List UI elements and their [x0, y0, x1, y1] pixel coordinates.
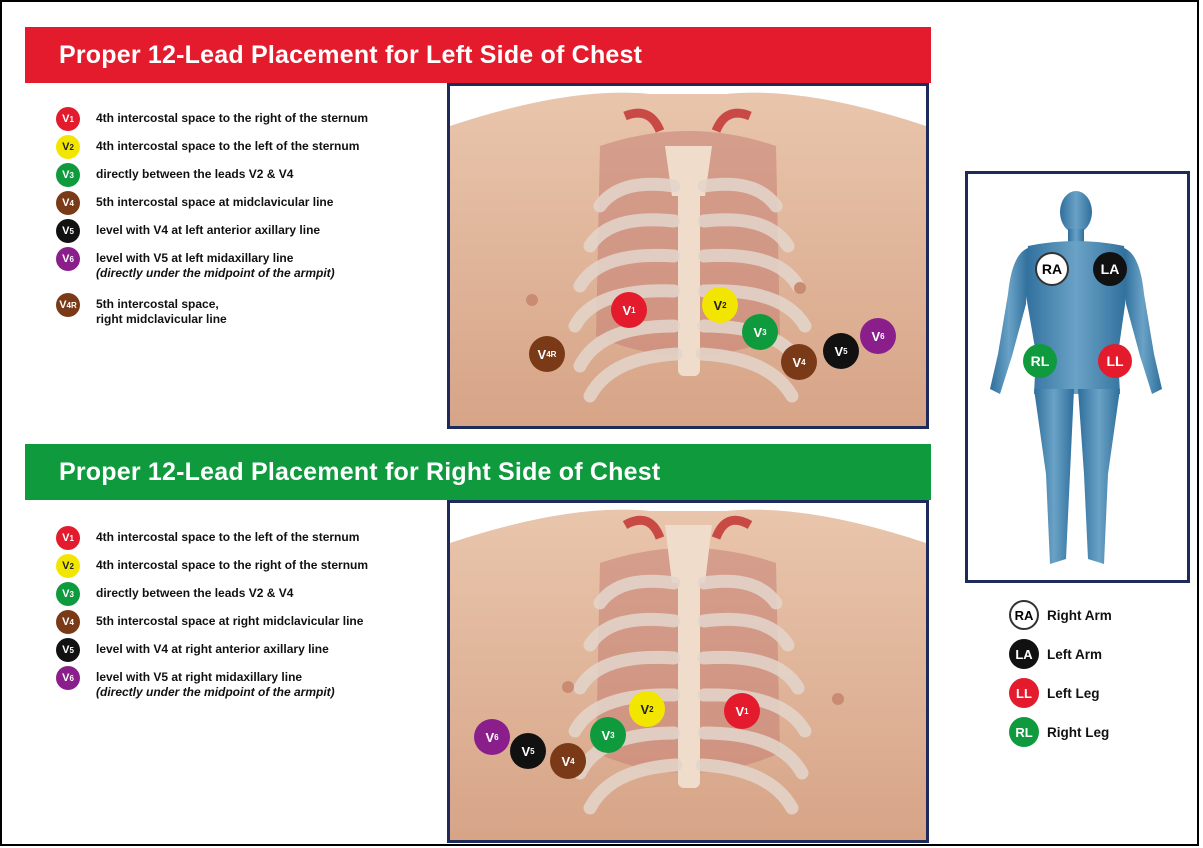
limb-key-label: Right Leg	[1047, 725, 1109, 740]
limb-key-label: Left Arm	[1047, 647, 1102, 662]
right-chest-title: Proper 12-Lead Placement for Right Side …	[25, 444, 931, 500]
torso-illustration	[450, 86, 926, 426]
limb-marker-la: LA	[1093, 252, 1127, 286]
lead-description: level with V4 at left anterior axillary …	[96, 223, 320, 238]
lead-description: 4th intercostal space to the right of th…	[96, 558, 368, 573]
lead-description: 5th intercostal space at right midclavic…	[96, 614, 363, 629]
lead-description: 4th intercostal space to the left of the…	[96, 530, 359, 545]
lead-description: directly between the leads V2 & V4	[96, 167, 293, 182]
lead-description: directly between the leads V2 & V4	[96, 586, 293, 601]
limb-marker-rl: RL	[1023, 344, 1057, 378]
lead-description: level with V5 at left midaxillary line(d…	[96, 251, 335, 281]
limb-key-row: LL Left Leg	[1009, 678, 1100, 708]
limb-key-row: LA Left Arm	[1009, 639, 1102, 669]
lead-description: 5th intercostal space at midclavicular l…	[96, 195, 333, 210]
lead-description: level with V5 at right midaxillary line(…	[96, 670, 335, 700]
limb-key-row: RL Right Leg	[1009, 717, 1109, 747]
limb-key-badge-rl: RL	[1009, 717, 1039, 747]
limb-leads-figure: RA LA RL LL	[965, 171, 1190, 583]
lead-description: 4th intercostal space to the left of the…	[96, 139, 359, 154]
limb-key-label: Right Arm	[1047, 608, 1112, 623]
lead-description: level with V4 at right anterior axillary…	[96, 642, 329, 657]
left-chest-title: Proper 12-Lead Placement for Left Side o…	[25, 27, 931, 83]
limb-key-badge-ll: LL	[1009, 678, 1039, 708]
lead-description: 5th intercostal space,right midclavicula…	[96, 297, 227, 327]
torso-illustration	[450, 503, 926, 840]
limb-key-label: Left Leg	[1047, 686, 1100, 701]
limb-key-row: RA Right Arm	[1009, 600, 1112, 630]
limb-key-badge-la: LA	[1009, 639, 1039, 669]
lead-description: 4th intercostal space to the right of th…	[96, 111, 368, 126]
limb-marker-ll: LL	[1098, 344, 1132, 378]
human-body-silhouette	[968, 174, 1187, 580]
limb-key-badge-ra: RA	[1009, 600, 1039, 630]
limb-marker-ra: RA	[1035, 252, 1069, 286]
